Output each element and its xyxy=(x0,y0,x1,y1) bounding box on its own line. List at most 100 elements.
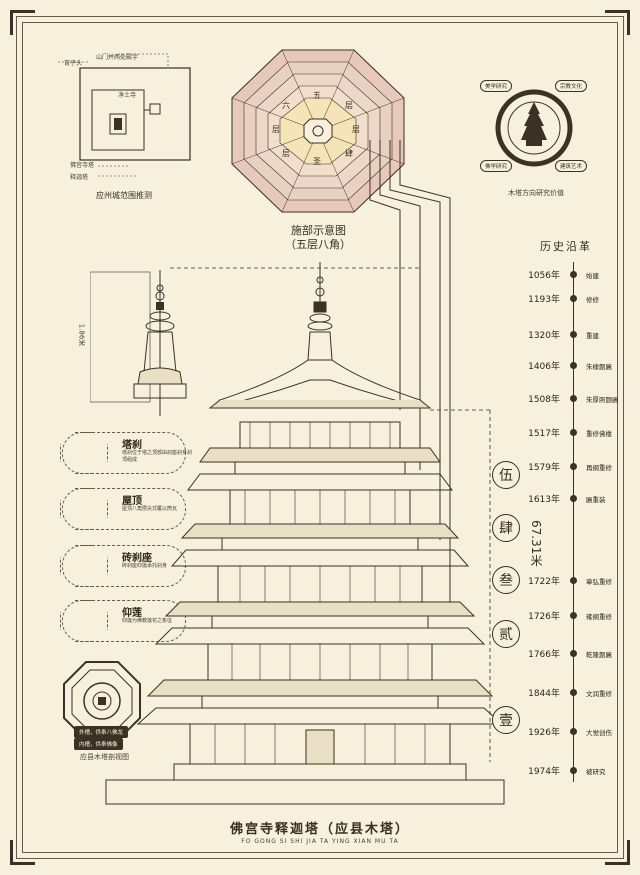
timeline-event: 再纲重修 xyxy=(586,464,612,472)
site-label-5: 释迦塔 xyxy=(70,174,89,181)
timeline-year: 1056年 xyxy=(528,271,560,281)
timeline-year: 1579年 xyxy=(528,463,560,473)
timeline-year: 1926年 xyxy=(528,728,560,738)
footer-title: 佛宫寺释迦塔（应县木塔） xyxy=(229,822,410,837)
part-shape-2 xyxy=(60,488,108,530)
timeline-event: 章弘重修 xyxy=(586,578,612,586)
timeline-event: 乾隆题匾 xyxy=(586,651,612,659)
research-chip-buddhism: 佛学研究 xyxy=(480,160,513,172)
floor-plan-label-2: 内槽，供奉佛像 xyxy=(74,738,123,750)
inner-frame xyxy=(22,22,618,853)
research-chip-aesthetics: 美学研究 xyxy=(480,80,513,92)
octagon-label-5: 圣 xyxy=(313,157,321,166)
footer-subtitle: FO GONG SI SHI JIA TA YING XIAN MU TA xyxy=(241,838,399,845)
floor-plan-label-1: 外槽，供奉八佛龙 xyxy=(74,726,129,738)
timeline-dot xyxy=(570,362,577,369)
timeline-year: 1508年 xyxy=(528,395,560,405)
height-label: 67.31米 xyxy=(529,520,543,567)
octagon-label-8: 层 xyxy=(282,149,290,158)
timeline-event: 朱厚照题匾 xyxy=(586,396,619,404)
research-chip-architecture: 建筑艺术 xyxy=(555,160,588,172)
corner-ornament-bl xyxy=(10,840,35,865)
part-desc-3: 砖刹座仰莲承托刹身 xyxy=(122,563,168,569)
part-desc-2: 屋顶八角攒尖式覆以筒瓦 xyxy=(122,506,178,512)
timeline-year: 1406年 xyxy=(528,362,560,372)
timeline-event: 匾重装 xyxy=(586,496,606,504)
site-plan-caption: 应州城范围推测 xyxy=(96,191,152,200)
research-caption: 木塔方向研究价值 xyxy=(508,189,564,197)
octagon-label-7: 层 xyxy=(352,125,360,134)
plan-title: 施部示意图 xyxy=(291,224,346,237)
octagon-label-6: 肆 xyxy=(345,149,353,158)
corner-ornament-br xyxy=(605,840,630,865)
timeline-dot xyxy=(570,495,577,502)
floor-badge-2: 贰 xyxy=(492,620,520,648)
part-title-2: 屋顶 xyxy=(122,496,142,507)
timeline-axis xyxy=(573,262,574,782)
timeline-dot xyxy=(570,295,577,302)
timeline-event: 雍纲重修 xyxy=(586,613,612,621)
floor-plan-caption: 应县木塔剖视图 xyxy=(80,753,129,761)
timeline-dot xyxy=(570,612,577,619)
corner-ornament-tr xyxy=(605,10,630,35)
timeline-event: 大觉创伤 xyxy=(586,729,612,737)
timeline-dot xyxy=(570,331,577,338)
timeline-dot xyxy=(570,429,577,436)
pagoda-elevation xyxy=(105,262,505,805)
timeline-dot xyxy=(570,728,577,735)
timeline-event: 重修佛楼 xyxy=(586,430,612,438)
part-title-1: 塔刹 xyxy=(122,440,142,451)
part-desc-4: 仰莲为佛教莲花之象征 xyxy=(122,618,173,624)
timeline-year: 1844年 xyxy=(528,689,560,699)
timeline-year: 1193年 xyxy=(528,295,560,305)
timeline-event: 文润重修 xyxy=(586,690,612,698)
timeline-event: 朱棣题匾 xyxy=(586,363,612,371)
part-card-2 xyxy=(62,488,186,530)
timeline-year: 1726年 xyxy=(528,612,560,622)
timeline-event: 重建 xyxy=(586,332,599,340)
floor-badge-5: 伍 xyxy=(492,461,520,489)
octagon-label-3: 六 xyxy=(282,101,290,110)
part-shape-4 xyxy=(60,600,108,642)
floor-badge-3: 叁 xyxy=(492,566,520,594)
octagon-label-1: 五 xyxy=(313,91,321,100)
octagon-label-2: 层 xyxy=(345,101,353,110)
site-label-2: 山门并两处殿宇 xyxy=(96,54,139,61)
part-card-4 xyxy=(62,600,186,642)
site-label-4: 佛宫寺塔 xyxy=(70,162,95,169)
research-chip-religion: 宗教文化 xyxy=(555,80,588,92)
site-label-3: 净土寺 xyxy=(118,92,137,99)
history-title: 历史沿革 xyxy=(540,240,592,253)
timeline-year: 1320年 xyxy=(528,331,560,341)
timeline-dot xyxy=(570,271,577,278)
timeline-year: 1974年 xyxy=(528,767,560,777)
corner-ornament-tl xyxy=(10,10,35,35)
part-title-4: 仰莲 xyxy=(122,608,142,619)
part-card-1 xyxy=(62,432,186,474)
timeline-year: 1766年 xyxy=(528,650,560,660)
octagon-label-4: 层 xyxy=(272,125,280,134)
part-shape-1 xyxy=(60,432,108,474)
timeline-year: 1517年 xyxy=(528,429,560,439)
timeline-year: 1613年 xyxy=(528,495,560,505)
plan-subtitle: （五层八角） xyxy=(285,238,351,251)
timeline-event: 修修 xyxy=(586,296,599,304)
timeline-dot xyxy=(570,650,577,657)
leader-lines xyxy=(369,140,451,610)
floor-badge-1: 壹 xyxy=(492,706,520,734)
part-desc-1: 塔刹位于塔之顶部由刹座刹身刹顶组成 xyxy=(122,450,193,463)
timeline-year: 1722年 xyxy=(528,577,560,587)
timeline-dot xyxy=(570,689,577,696)
site-label-1: 宵子头 xyxy=(64,60,83,67)
finial-height: 1.86米 xyxy=(77,323,86,347)
part-title-3: 砖刹座 xyxy=(122,553,152,564)
timeline-dot xyxy=(570,463,577,470)
part-shape-3 xyxy=(60,545,108,587)
timeline-event: 始建 xyxy=(586,272,599,280)
timeline-dot xyxy=(570,395,577,402)
timeline-dot xyxy=(570,577,577,584)
outer-frame xyxy=(16,16,624,859)
floor-badge-4: 肆 xyxy=(492,514,520,542)
timeline-event: 被研究 xyxy=(586,768,606,776)
timeline-dot xyxy=(570,767,577,774)
